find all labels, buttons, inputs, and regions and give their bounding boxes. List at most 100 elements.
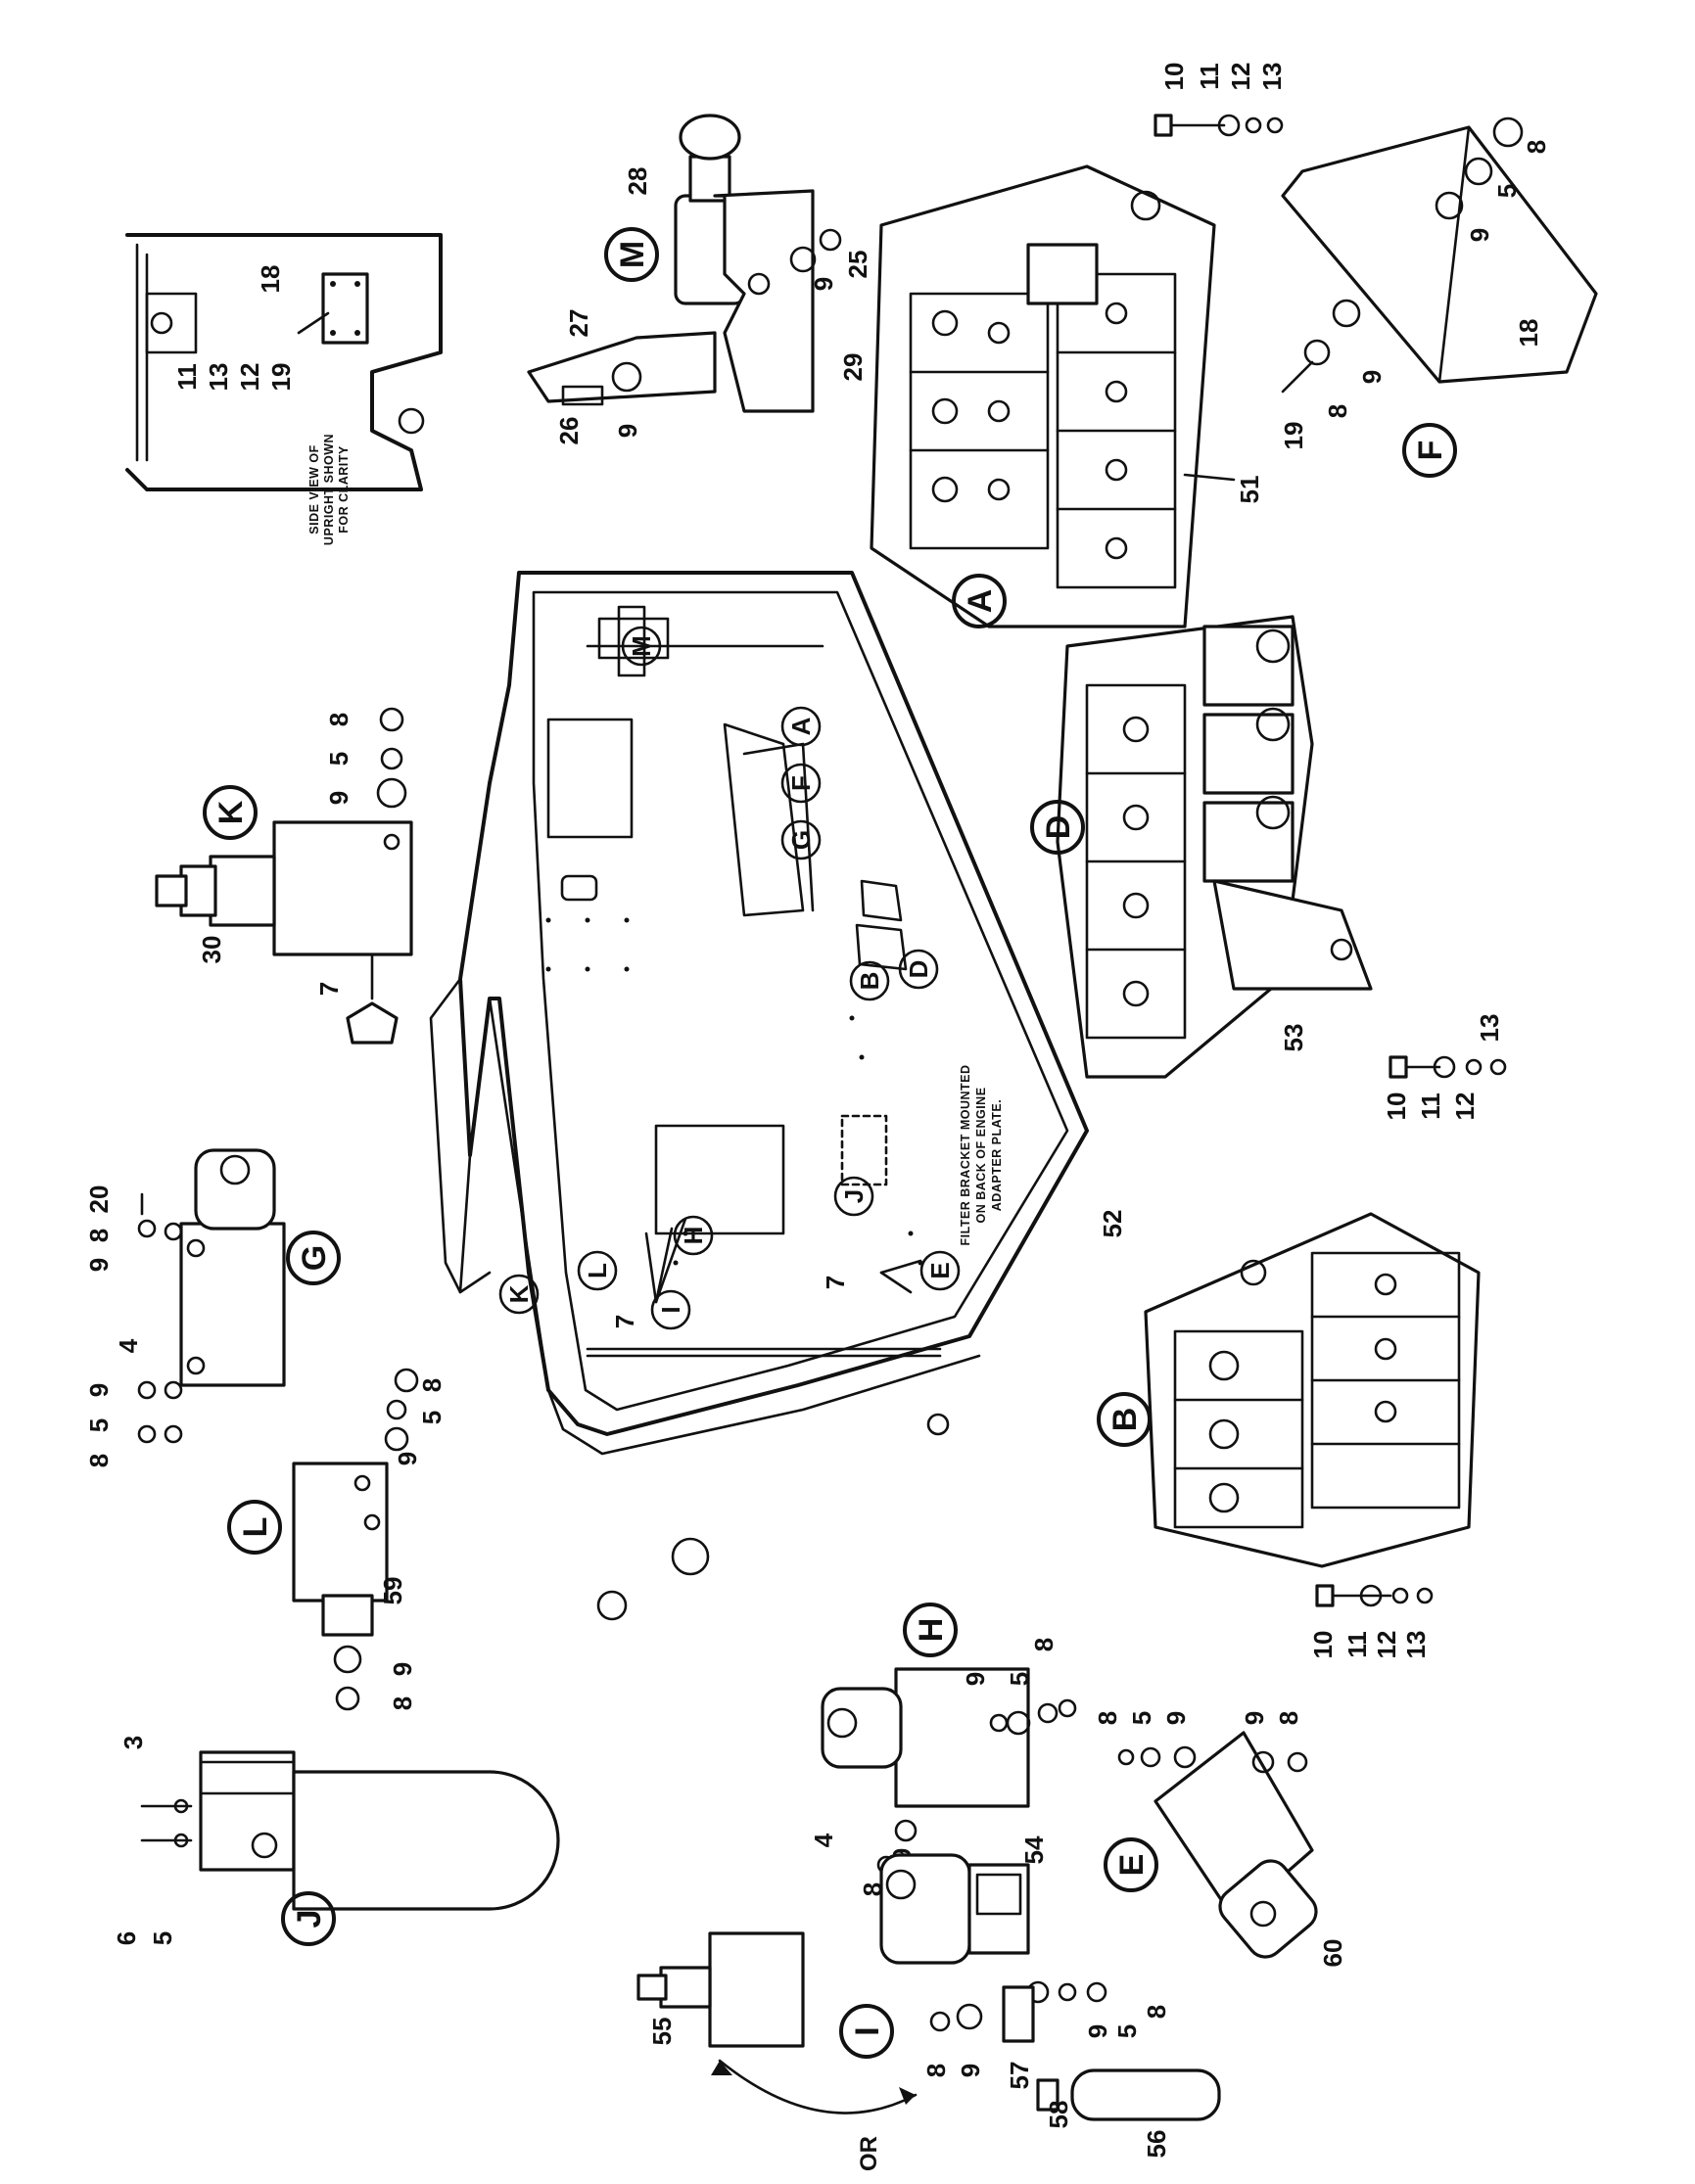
b-callout-circle [1097, 1392, 1152, 1447]
i-part-9b: 9 [956, 2064, 985, 2077]
side-view-upright: 18 11 13 12 19 SIDE VIEW OF UPRIGHT SHOW… [125, 233, 443, 545]
j-callout-circle [281, 1891, 336, 1946]
l-part-8-top: 8 [417, 1378, 447, 1392]
i-part-57: 57 [1005, 2062, 1034, 2090]
f-part-8-top: 8 [1522, 140, 1551, 154]
plate-callout-l [577, 1250, 618, 1291]
g-part-9b: 9 [84, 1383, 114, 1397]
i-or-label: OR [856, 2136, 882, 2171]
k-callout-label: K [212, 800, 250, 824]
component-g: G 20 8 9 4 9 5 8 [84, 1148, 341, 1467]
e-part-60: 60 [1318, 1939, 1347, 1968]
plate-callout-b [849, 960, 890, 1001]
m-part-9-right: 9 [809, 277, 838, 291]
h-callout-circle [903, 1603, 958, 1657]
d-callout-circle [1030, 800, 1085, 855]
j-part-5: 5 [148, 1931, 177, 1945]
k-part-9: 9 [324, 791, 353, 805]
sideview-note-line-3: FOR CLARITY [337, 445, 351, 534]
plate-callout-g [780, 819, 822, 860]
a-part-13: 13 [1257, 63, 1287, 91]
e-part-8-left: 8 [1093, 1711, 1122, 1725]
b-callout-label: B [1106, 1408, 1144, 1432]
h-part-4: 4 [809, 1833, 838, 1847]
h-part-9: 9 [961, 1672, 990, 1686]
m-callout-circle [604, 227, 659, 282]
sideview-part-12: 12 [235, 363, 264, 392]
filter-note-line-1: FILTER BRACKET MOUNTED [959, 1064, 972, 1245]
f-callout-label: F [1412, 441, 1449, 461]
i-part-56: 56 [1142, 2130, 1171, 2159]
plate-callout-h [673, 1215, 714, 1256]
b-part-11: 11 [1342, 1631, 1372, 1658]
i-part-58: 58 [1044, 2101, 1073, 2129]
plate-callout-b-label: B [855, 972, 884, 991]
m-part-27: 27 [564, 309, 593, 338]
component-d: D 53 10 11 12 13 [1030, 615, 1507, 1121]
m-part-25: 25 [843, 251, 872, 279]
m-washer-9b [611, 361, 642, 393]
g-part-5: 5 [84, 1418, 114, 1432]
plate-callout-k [498, 1274, 540, 1315]
d-part-10: 10 [1382, 1092, 1411, 1121]
filter-note-line-3: ADAPTER PLATE. [990, 1099, 1004, 1211]
l-part-9-top: 9 [393, 1452, 422, 1465]
plate-callout-d [898, 949, 939, 990]
a-callout-circle [952, 574, 1007, 628]
filter-note-line-2: ON BACK OF ENGINE [974, 1087, 988, 1223]
a-callout-label: A [962, 589, 999, 614]
component-a: A 51 10 11 12 13 [870, 63, 1287, 628]
i-part-9: 9 [1083, 2024, 1112, 2038]
k-part-7: 7 [314, 982, 344, 996]
d-callout-label: D [1040, 815, 1077, 840]
l-part-8-bottom: 8 [388, 1696, 417, 1710]
b-part-13: 13 [1401, 1631, 1431, 1659]
plate-callout-a-label: A [786, 717, 816, 735]
m-part-26: 26 [554, 417, 584, 445]
plate-callout-i-label: I [656, 1306, 685, 1313]
component-j: J 3 6 5 [112, 1736, 560, 1946]
plate-part-7-left: 7 [610, 1315, 639, 1328]
g-part-8b: 8 [84, 1454, 114, 1467]
filter-bracket-note: FILTER BRACKET MOUNTED ON BACK OF ENGINE… [959, 1064, 1004, 1245]
l-callout-circle [227, 1500, 282, 1555]
plate-callout-m [621, 626, 662, 667]
f-part-18: 18 [1514, 319, 1543, 348]
plate-callout-m-label: M [627, 635, 656, 657]
g-part-8: 8 [84, 1229, 114, 1242]
plate-callout-a [780, 706, 822, 747]
h-part-5: 5 [1005, 1672, 1034, 1686]
m-part-29: 29 [838, 353, 868, 382]
d-part-53: 53 [1279, 1024, 1308, 1052]
component-b: B 52 10 11 12 13 [1097, 1210, 1481, 1659]
b-part-10: 10 [1308, 1631, 1338, 1659]
i-part-55: 55 [647, 2018, 677, 2046]
plate-rivets [545, 917, 923, 1266]
k-part-8: 8 [324, 713, 353, 726]
g-part-9: 9 [84, 1258, 114, 1272]
m-part-9-left: 9 [613, 424, 642, 438]
d-part-13: 13 [1475, 1014, 1504, 1043]
i-callout-circle [839, 2004, 894, 2059]
plate-callout-j [833, 1176, 874, 1217]
g-part-20: 20 [84, 1185, 114, 1214]
e-callout-label: E [1113, 1854, 1151, 1877]
d-part-11: 11 [1416, 1092, 1445, 1120]
plate-callout-h-label: H [679, 1227, 708, 1245]
plate-callout-f-label: F [786, 775, 816, 791]
mounting-plate-k [429, 571, 1089, 1621]
component-h: H 9 5 8 4 9 8 [809, 1603, 1077, 1896]
l-part-5: 5 [417, 1411, 447, 1424]
j-callout-label: J [291, 1910, 328, 1928]
sideview-note-line-2: UPRIGHT SHOWN [322, 434, 336, 545]
l-part-59: 59 [378, 1577, 407, 1605]
plate-callout-l-label: L [583, 1263, 612, 1278]
component-i: OR I 55 54 9 5 8 8 9 57 58 56 [636, 1835, 1221, 2171]
component-e: E 8 5 9 9 8 60 [1093, 1711, 1347, 1968]
plate-callout-f [780, 763, 822, 804]
b-part-12: 12 [1372, 1631, 1401, 1659]
plate-callout-j-label: J [839, 1189, 869, 1203]
i-part-54: 54 [1019, 1835, 1049, 1864]
i-part-8b: 8 [921, 2064, 951, 2077]
